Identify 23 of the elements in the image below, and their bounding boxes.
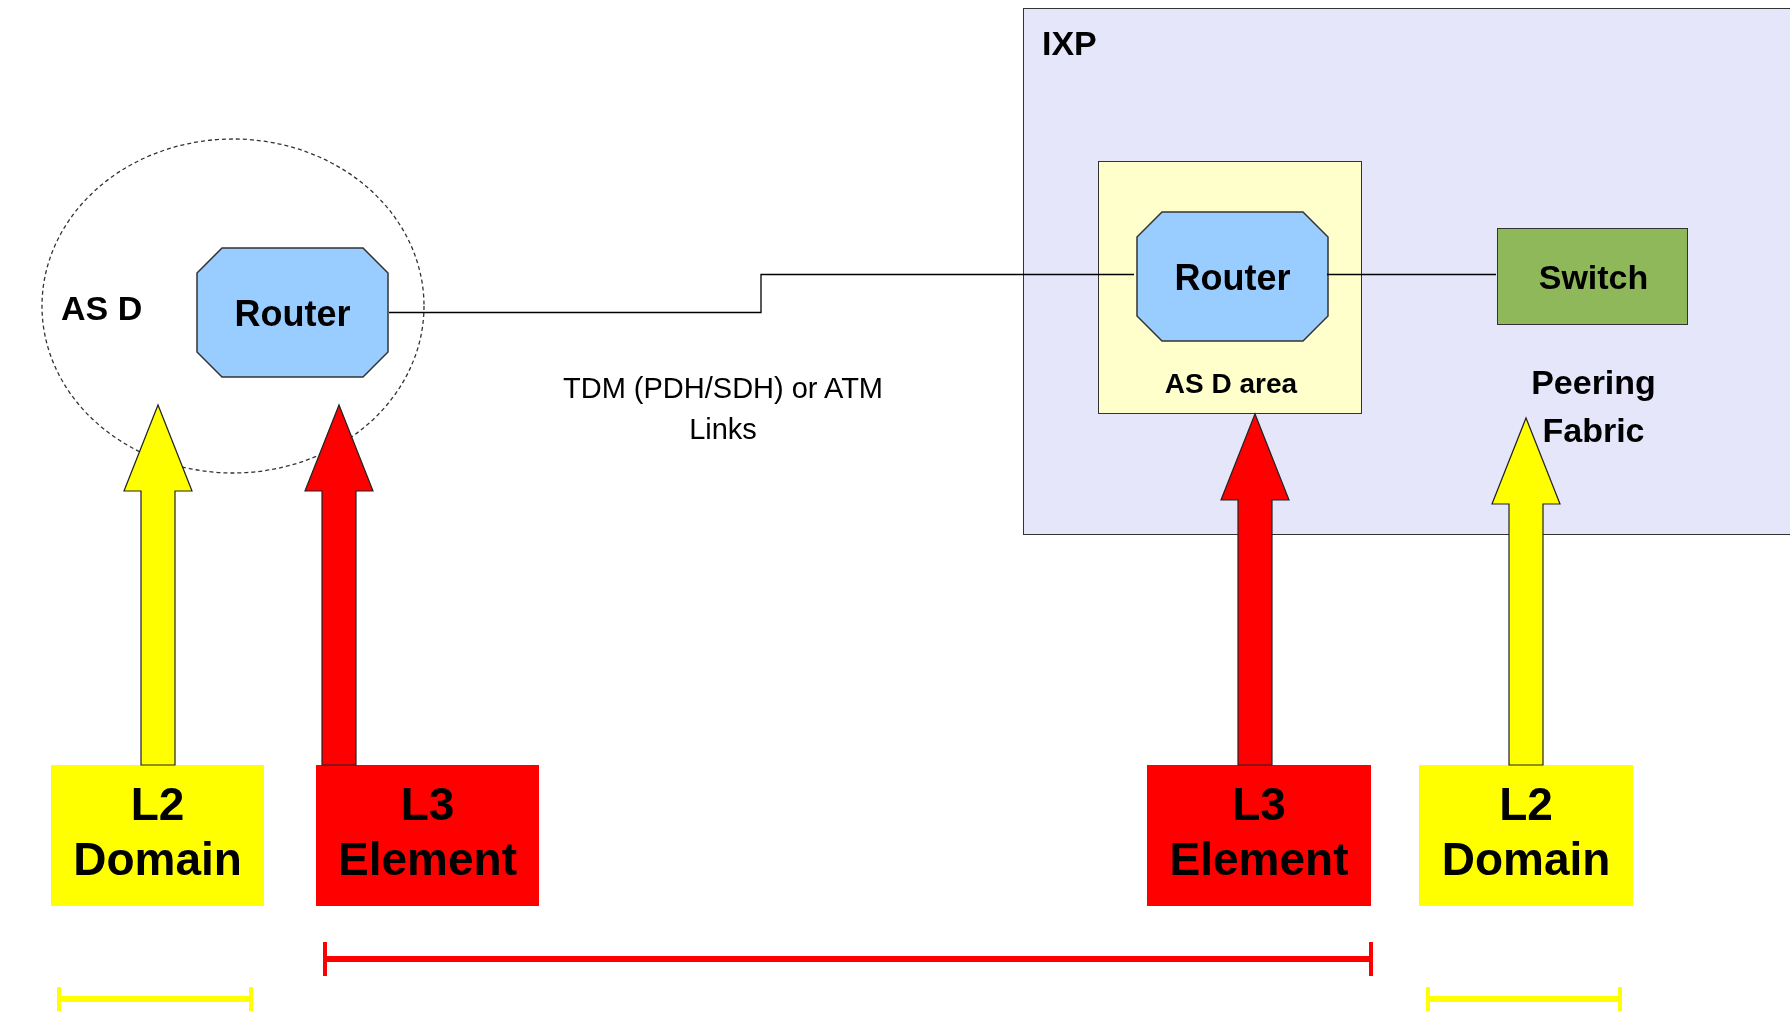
- node-label: Router: [1173, 256, 1292, 300]
- layer-box: [51, 765, 264, 906]
- node-label: L3 Element: [337, 777, 518, 888]
- block-arrow: [304, 403, 374, 766]
- node-label: AS D area: [1163, 367, 1299, 401]
- node-label: L3 Element: [1168, 777, 1350, 888]
- caption-label: Peering Fabric: [1530, 362, 1657, 451]
- layer-box: [1147, 765, 1371, 906]
- ixp-panel: [1023, 8, 1790, 535]
- node-label: L2 Domain: [1440, 777, 1612, 888]
- node-label: L2 Domain: [72, 777, 243, 888]
- block-arrow: [1491, 416, 1561, 766]
- node-label: Router: [233, 292, 352, 336]
- node-label: AS D: [61, 288, 144, 329]
- node-label: Switch: [1537, 257, 1650, 298]
- block-arrow: [123, 403, 193, 766]
- node-label: IXP: [1042, 23, 1098, 64]
- connector-line: [388, 273, 1135, 314]
- layer-box: [1419, 765, 1633, 906]
- connector-line: [1326, 273, 1497, 276]
- block-arrow: [1220, 412, 1290, 766]
- area-box: [1098, 161, 1362, 414]
- layer-box: [316, 765, 539, 906]
